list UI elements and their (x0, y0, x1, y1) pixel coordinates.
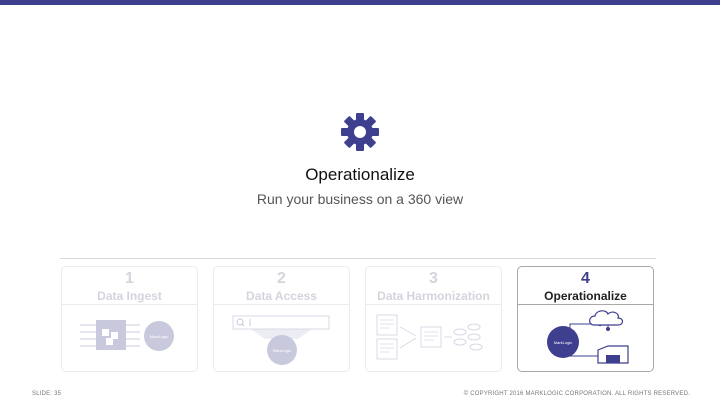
card-separator (366, 304, 501, 305)
step-number: 4 (581, 270, 590, 287)
data-harmonization-diagram (376, 314, 483, 360)
step-label: Data Access (246, 289, 317, 303)
data-access-diagram: MarkLogic (232, 315, 330, 365)
data-ingest-diagram: MarkLogic (80, 320, 174, 351)
copyright-notice: © COPYRIGHT 2016 MARKLOGIC CORPORATION. … (463, 391, 690, 397)
card-separator (518, 304, 653, 305)
step-label: Data Harmonization (377, 289, 490, 303)
step-label: Data Ingest (97, 289, 162, 303)
search-icon (236, 318, 244, 326)
step-number: 3 (429, 270, 438, 287)
top-accent-bar (0, 0, 720, 5)
marklogic-logo (547, 326, 579, 358)
gear-icon (341, 113, 379, 151)
slide-title: Operationalize (305, 165, 415, 184)
operationalize-diagram: MarkLogic (547, 310, 629, 364)
cloud-icon (589, 310, 624, 326)
card-separator (62, 304, 197, 305)
step-card-data-ingest[interactable]: 1 Data Ingest MarkLogic (61, 266, 198, 372)
step-number: 1 (125, 270, 134, 287)
divider (60, 258, 656, 259)
slide-number: SLIDE: 35 (32, 391, 62, 397)
slide-subtitle: Run your business on a 360 view (256, 191, 464, 207)
marklogic-logo-text: MarkLogic (554, 340, 572, 345)
marklogic-logo: MarkLogic (273, 348, 291, 353)
step-card-operationalize[interactable]: 4 Operationalize MarkLogic (517, 266, 654, 372)
step-number: 2 (277, 270, 286, 287)
step-card-data-harmonization[interactable]: 3 Data Harmonization (365, 266, 502, 372)
marklogic-logo: MarkLogic (150, 334, 168, 339)
step-card-data-access[interactable]: 2 Data Access MarkLogic (213, 266, 350, 372)
card-separator (214, 304, 349, 305)
step-label: Operationalize (544, 289, 627, 303)
warehouse-icon (597, 345, 629, 364)
